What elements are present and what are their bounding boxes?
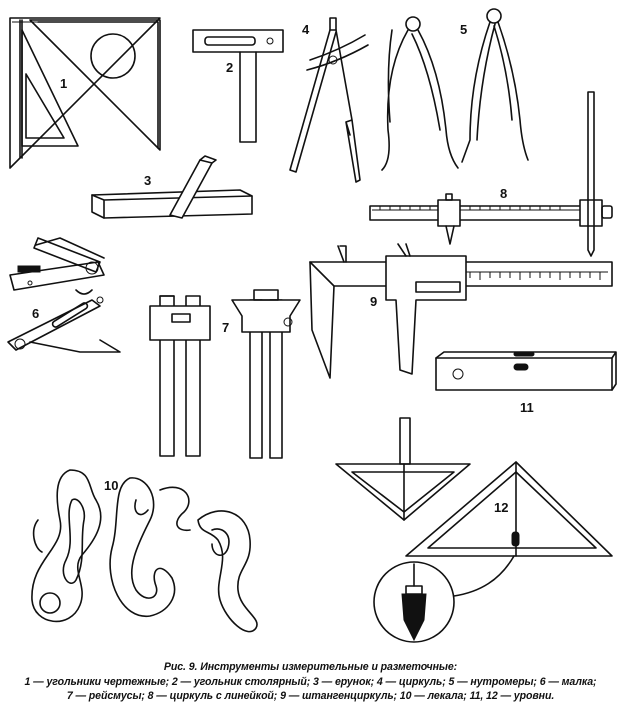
bevel-6b <box>7 296 121 353</box>
inside-calipers-5b <box>461 8 529 163</box>
label-6: 6 <box>32 306 39 321</box>
label-9: 9 <box>370 294 377 309</box>
plumb-levels-12 <box>335 417 613 643</box>
marking-gauge-7b <box>231 289 301 459</box>
label-5: 5 <box>460 22 467 37</box>
compass-4 <box>289 17 369 183</box>
carpenter-square-2 <box>192 29 284 143</box>
label-11: 11 <box>520 400 534 415</box>
label-3: 3 <box>144 173 151 188</box>
label-2: 2 <box>226 60 233 75</box>
label-12: 12 <box>494 500 508 515</box>
caption-line-2: 1 — угольники чертежные; 2 — угольник ст… <box>24 675 597 688</box>
figure-caption: Рис. 9. Инструменты измерительные и разм… <box>0 660 621 704</box>
compass-with-ruler-8 <box>369 91 613 257</box>
label-8: 8 <box>500 186 507 201</box>
bevel-6a <box>9 237 105 295</box>
spirit-level-11 <box>435 351 617 391</box>
caption-line-3: 7 — рейсмусы; 8 — циркуль с линейкой; 9 … <box>66 690 555 702</box>
inside-calipers-5a <box>381 16 459 171</box>
drafting-triangles-1 <box>9 17 161 169</box>
miter-square-3 <box>91 155 253 219</box>
vernier-caliper-9 <box>309 243 613 379</box>
label-1: 1 <box>60 76 67 91</box>
marking-gauge-7a <box>149 295 211 457</box>
label-10: 10 <box>104 478 118 493</box>
french-curves-10 <box>31 469 258 633</box>
caption-title: Рис. 9. Инструменты измерительные и разм… <box>163 661 458 673</box>
tools-illustration: 1 2 3 4 5 <box>7 8 617 643</box>
label-7: 7 <box>222 320 229 335</box>
label-4: 4 <box>302 22 310 37</box>
